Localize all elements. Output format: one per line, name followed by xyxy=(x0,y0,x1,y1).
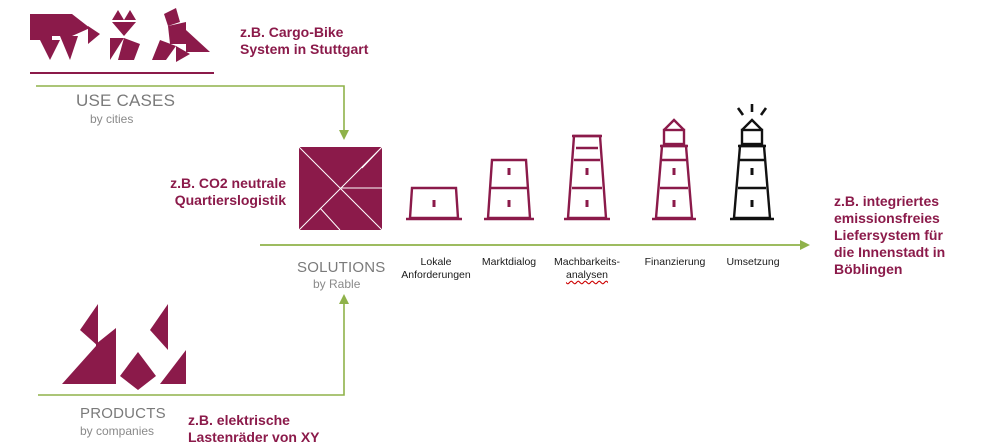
outcome-line-4: die Innenstadt in xyxy=(834,244,946,260)
solutions-subtitle: by Rable xyxy=(313,277,361,291)
stage-1-label-line-1: Lokale xyxy=(420,256,452,268)
use-cases-example: z.B. Cargo-Bike System in Stuttgart xyxy=(240,24,368,58)
outcome-line-5: Böblingen xyxy=(834,261,903,277)
stage-2-label: Marktdialog xyxy=(476,256,542,269)
solutions-example-line-2: Quartierslogistik xyxy=(174,192,286,208)
outcome-line-1: z.B. integriertes xyxy=(834,193,940,209)
stage-5-lighthouse-icon xyxy=(730,104,774,221)
stage-2-label-line-1: Marktdialog xyxy=(481,256,537,268)
stage-3-label-line-2: analysen xyxy=(565,269,609,281)
use-cases-subtitle: by cities xyxy=(90,112,134,126)
solutions-example: z.B. CO2 neutrale Quartierslogistik xyxy=(140,175,286,209)
solutions-example-line-1: z.B. CO2 neutrale xyxy=(170,175,286,191)
products-example-line-1: z.B. elektrische xyxy=(188,412,290,428)
products-title: PRODUCTS xyxy=(80,405,166,422)
stage-4-label: Finanzierung xyxy=(640,256,710,269)
tangram-square-icon xyxy=(298,146,383,231)
tangram-products-icon xyxy=(62,304,186,390)
outcome-line-2: emissionsfreies xyxy=(834,210,940,226)
solutions-title: SOLUTIONS xyxy=(297,259,386,276)
stage-5-label-line-1: Umsetzung xyxy=(726,256,780,268)
stage-3-tower-icon xyxy=(564,134,610,221)
stage-5-label: Umsetzung xyxy=(722,256,784,269)
stage-3-label-line-1: Machbarkeits- xyxy=(554,256,620,268)
stage-1-label: Lokale Anforderungen xyxy=(398,256,474,282)
stage-1-tower-icon xyxy=(406,186,462,221)
outcome-example: z.B. integriertes emissionsfreies Liefer… xyxy=(834,193,980,278)
stage-4-label-line-1: Finanzierung xyxy=(644,256,706,268)
stage-4-tower-icon xyxy=(652,118,696,221)
tangram-animals-icon xyxy=(30,8,210,62)
products-connector xyxy=(38,294,349,396)
use-cases-example-line-1: z.B. Cargo-Bike xyxy=(240,24,344,40)
products-example: z.B. elektrische Lastenräder von XY xyxy=(188,412,320,446)
stage-3-label: Machbarkeits- analysen xyxy=(550,256,624,282)
stage-1-label-line-2: Anforderungen xyxy=(401,269,471,281)
products-subtitle: by companies xyxy=(80,424,155,438)
use-cases-example-line-2: System in Stuttgart xyxy=(240,41,369,57)
outcome-line-3: Liefersystem für xyxy=(834,227,943,243)
use-cases-connector xyxy=(36,85,349,140)
use-cases-title: USE CASES xyxy=(76,91,176,110)
stage-2-tower-icon xyxy=(484,158,534,221)
products-example-line-2: Lastenräder von XY xyxy=(188,429,320,445)
